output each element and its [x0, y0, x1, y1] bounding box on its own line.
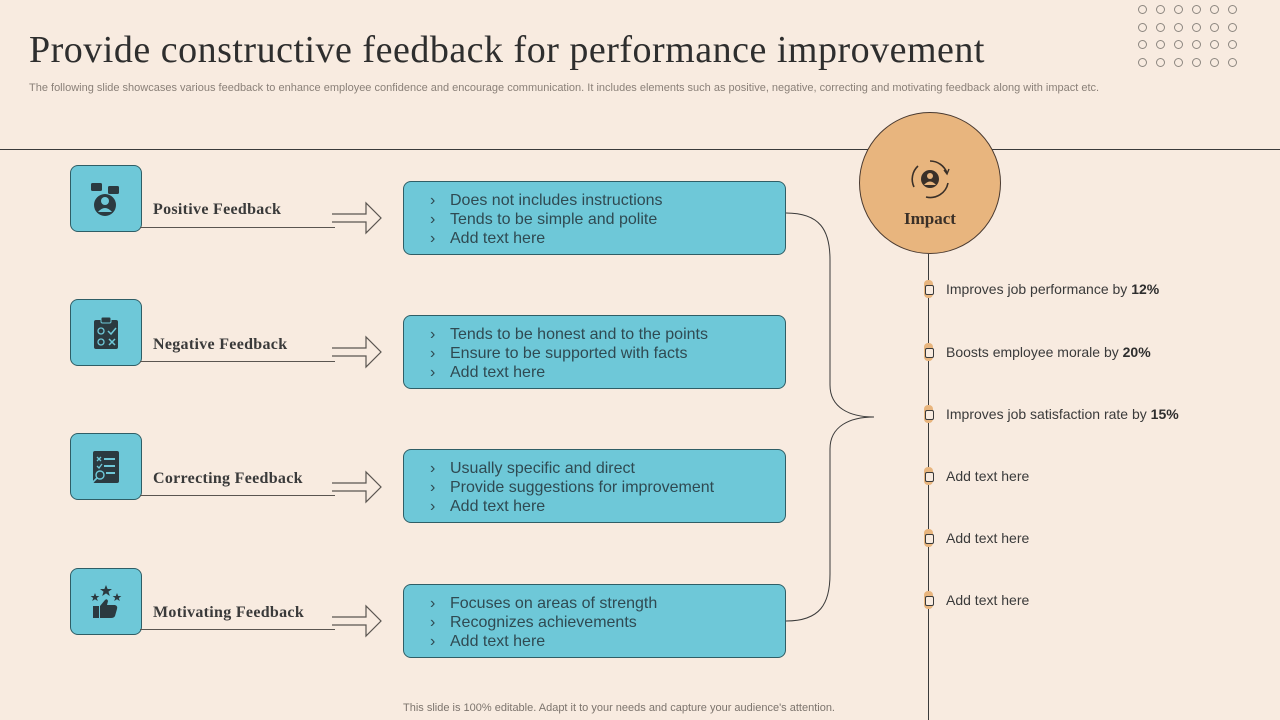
- people-cycle-icon: [911, 160, 950, 199]
- impact-item: Boosts employee morale by 20%: [946, 344, 1151, 360]
- negative-feedback-label: Negative Feedback: [153, 336, 288, 353]
- impact-label: Impact: [904, 209, 956, 228]
- page-subtitle: The following slide showcases various fe…: [29, 82, 1100, 94]
- impact-item: Improves job performance by 12%: [946, 281, 1160, 297]
- impact-item: Add text here: [946, 468, 1030, 484]
- positive-feedback-label: Positive Feedback: [153, 201, 282, 218]
- list-item: ›Tends to be honest and to the points: [430, 326, 708, 343]
- positive-feedback-icon-tile: [70, 165, 142, 232]
- list-item: ›Does not includes instructions: [430, 192, 663, 209]
- impact-circle: Impact: [859, 112, 1001, 254]
- thumbs-up-stars-icon: [90, 584, 122, 618]
- list-item: ›Add text here: [430, 633, 546, 650]
- impact-item: Add text here: [946, 530, 1030, 546]
- list-item: ›Add text here: [430, 230, 546, 247]
- row-underline: [140, 629, 335, 630]
- clipboard-checklist-icon: [94, 316, 118, 349]
- arrow-right-icon: [332, 604, 382, 638]
- list-item: ›Tends to be simple and polite: [430, 211, 658, 228]
- timeline-marker: [924, 405, 934, 423]
- impact-timeline-line: [928, 254, 929, 720]
- arrow-right-icon: [332, 470, 382, 504]
- timeline-marker: [924, 343, 934, 361]
- motivating-feedback-icon-tile: [70, 568, 142, 635]
- row-underline: [140, 227, 335, 228]
- timeline-marker: [924, 591, 934, 609]
- page-title: Provide constructive feedback for perfor…: [29, 29, 985, 71]
- impact-item: Add text here: [946, 592, 1030, 608]
- footer-note: This slide is 100% editable. Adapt it to…: [403, 702, 835, 714]
- motivating-feedback-label: Motivating Feedback: [153, 604, 305, 621]
- list-item: ›Usually specific and direct: [430, 460, 635, 477]
- correcting-feedback-box: ›Usually specific and direct ›Provide su…: [403, 449, 786, 523]
- correcting-feedback-icon-tile: [70, 433, 142, 500]
- row-underline: [140, 361, 335, 362]
- impact-item: Improves job satisfaction rate by 15%: [946, 406, 1179, 422]
- checklist-magnifier-icon: [92, 450, 119, 483]
- positive-feedback-box: ›Does not includes instructions ›Tends t…: [403, 181, 786, 255]
- list-item: ›Add text here: [430, 498, 546, 515]
- arrow-right-icon: [332, 335, 382, 369]
- list-item: ›Focuses on areas of strength: [430, 595, 658, 612]
- motivating-feedback-box: ›Focuses on areas of strength ›Recognize…: [403, 584, 786, 658]
- list-item: ›Recognizes achievements: [430, 614, 637, 631]
- decorative-dot-grid: [1138, 5, 1248, 71]
- timeline-marker: [924, 529, 934, 547]
- list-item: ›Ensure to be supported with facts: [430, 345, 688, 362]
- negative-feedback-box: ›Tends to be honest and to the points ›E…: [403, 315, 786, 389]
- timeline-marker: [924, 467, 934, 485]
- row-underline: [140, 495, 335, 496]
- list-item: ›Add text here: [430, 364, 546, 381]
- negative-feedback-icon-tile: [70, 299, 142, 366]
- list-item: ›Provide suggestions for improvement: [430, 479, 715, 496]
- timeline-marker: [924, 280, 934, 298]
- arrow-right-icon: [332, 201, 382, 235]
- person-chat-icon: [91, 182, 119, 216]
- header-divider: [0, 149, 1280, 150]
- correcting-feedback-label: Correcting Feedback: [153, 470, 303, 487]
